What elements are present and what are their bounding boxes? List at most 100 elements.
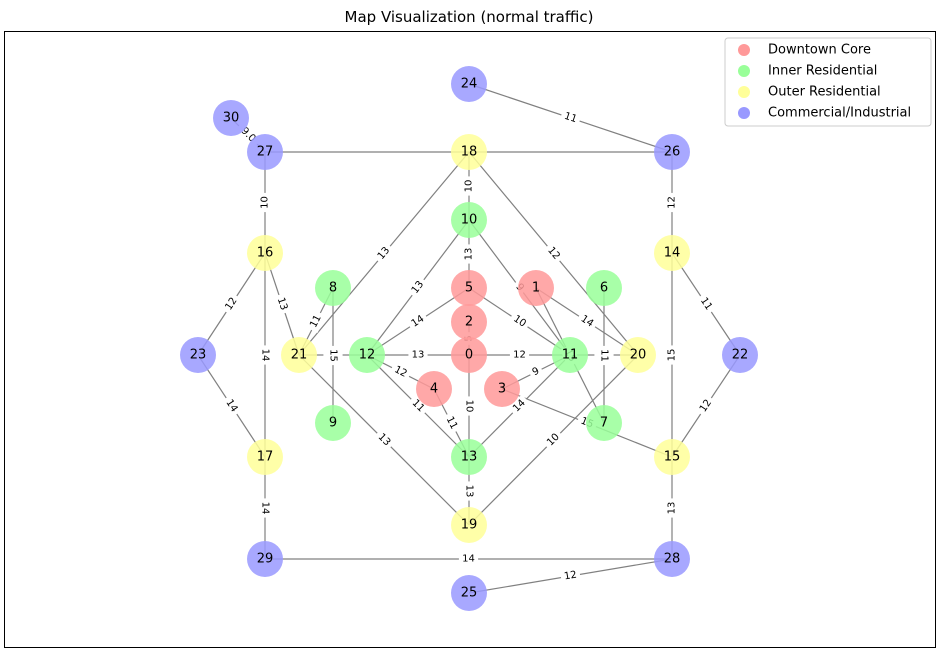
edge-weight-label: 12	[665, 192, 679, 213]
edge-weight-label: 14	[258, 345, 272, 365]
node-22: 22	[722, 337, 758, 373]
node-circle	[451, 439, 487, 475]
node-label: 10	[461, 213, 478, 228]
node-25: 25	[451, 575, 487, 611]
node-label: 29	[257, 552, 274, 567]
node-label: 14	[664, 246, 681, 261]
edge-weight-label-bg	[372, 241, 396, 266]
node-label: 7	[600, 416, 608, 431]
node-circle	[484, 371, 520, 407]
node-28: 28	[654, 541, 690, 577]
node-16: 16	[247, 235, 283, 271]
node-label: 20	[630, 348, 647, 363]
edge-weight-label: 13	[372, 428, 396, 452]
node-label: 18	[461, 145, 478, 160]
edge-weight-label: 13	[665, 498, 679, 518]
figure-title: Map Visualization (normal traffic)	[345, 8, 594, 26]
node-label: 8	[329, 281, 337, 296]
edge-weight-label: 12	[559, 568, 582, 584]
edge-weight-text: 13	[464, 248, 475, 261]
node-circle	[552, 337, 588, 373]
node-23: 23	[180, 337, 216, 373]
edge-weight-text: 11	[599, 349, 610, 362]
node-label: 11	[562, 348, 579, 363]
node-12: 12	[349, 337, 385, 373]
node-circle	[451, 337, 487, 373]
edge-weight-label-bg	[388, 361, 413, 383]
edge-weight-label: 11	[441, 411, 462, 435]
node-circle	[654, 541, 690, 577]
node-label: 5	[465, 281, 473, 296]
legend-entry: Commercial/Industrial	[738, 106, 911, 121]
edge-weight-label-bg	[527, 363, 545, 381]
node-label: 2	[465, 315, 473, 330]
legend-label: Commercial/Industrial	[768, 106, 911, 121]
edge-weight-text: 11	[308, 313, 324, 329]
node-30: 30	[213, 100, 249, 136]
edge-weight-label-bg	[441, 411, 462, 435]
node-circle	[451, 202, 487, 238]
node-label: 1	[532, 281, 540, 296]
edge-weight-label-bg	[258, 498, 272, 518]
edge-weight-text: 12	[392, 364, 408, 380]
node-label: 21	[291, 348, 308, 363]
node-label: 3	[498, 382, 506, 397]
edge-weight-label-bg	[509, 348, 530, 362]
node-circle	[213, 100, 249, 136]
edge-weight-label: 11	[559, 108, 582, 128]
node-6: 6	[586, 270, 622, 306]
node-circle	[451, 66, 487, 102]
node-20: 20	[620, 337, 656, 373]
node-circle	[451, 304, 487, 340]
node-label: 12	[359, 348, 376, 363]
edge-weight-label: 9	[527, 363, 545, 381]
edge-weight-label: 14	[406, 310, 430, 333]
edge-weight-text: 14	[462, 554, 475, 565]
node-circle	[654, 134, 690, 170]
edge-weight-label: 10	[462, 396, 476, 416]
edge-weight-text: 11	[563, 111, 579, 125]
node-26: 26	[654, 134, 690, 170]
node-27: 27	[247, 134, 283, 170]
edge-weight-label-bg	[220, 292, 243, 316]
edge-weight-label-bg	[575, 310, 599, 333]
legend-label: Inner Residential	[768, 64, 877, 79]
edge-weight-label-bg	[508, 394, 531, 418]
edge-weight-label-bg	[458, 552, 479, 566]
edge-weight-label: 13	[272, 292, 292, 316]
node-circle	[416, 371, 452, 407]
edge-weight-text: 9	[531, 366, 542, 379]
edge-weight-text: 13	[412, 350, 425, 361]
legend-label: Outer Residential	[768, 85, 881, 100]
edge-weight-label-bg	[542, 428, 565, 452]
edge-weight-label-bg	[406, 394, 430, 418]
edge-weight-text: 13	[667, 502, 678, 515]
edge-weight-label-bg	[407, 275, 429, 300]
edge-weight-text: 10	[464, 400, 475, 413]
edge-weight-label: 12	[388, 361, 413, 383]
edge-weight-text: 13	[275, 296, 289, 312]
edge-weight-label-bg	[559, 568, 582, 584]
edge-weight-label: 10	[462, 176, 476, 196]
node-circle	[247, 235, 283, 271]
node-label: 30	[223, 111, 240, 126]
node-label: 4	[430, 382, 438, 397]
node-label: 24	[461, 77, 478, 92]
edge-weight-text: 11	[444, 415, 460, 431]
node-9: 9	[315, 405, 351, 441]
edge-weight-text: 12	[563, 570, 577, 583]
edge-weight-text: 12	[513, 350, 526, 361]
edge-weight-label-bg	[462, 396, 476, 416]
node-10: 10	[451, 202, 487, 238]
node-label: 17	[257, 450, 274, 465]
node-11: 11	[552, 337, 588, 373]
legend-label: Downtown Core	[768, 43, 871, 58]
node-label: 22	[732, 348, 749, 363]
node-0: 0	[451, 337, 487, 373]
edge-weight-label: 14	[508, 394, 531, 418]
edge-weight-text: 14	[260, 502, 271, 515]
edge-weight-label: 13	[462, 481, 476, 501]
legend-entry: Downtown Core	[738, 43, 871, 58]
node-label: 0	[465, 348, 473, 363]
